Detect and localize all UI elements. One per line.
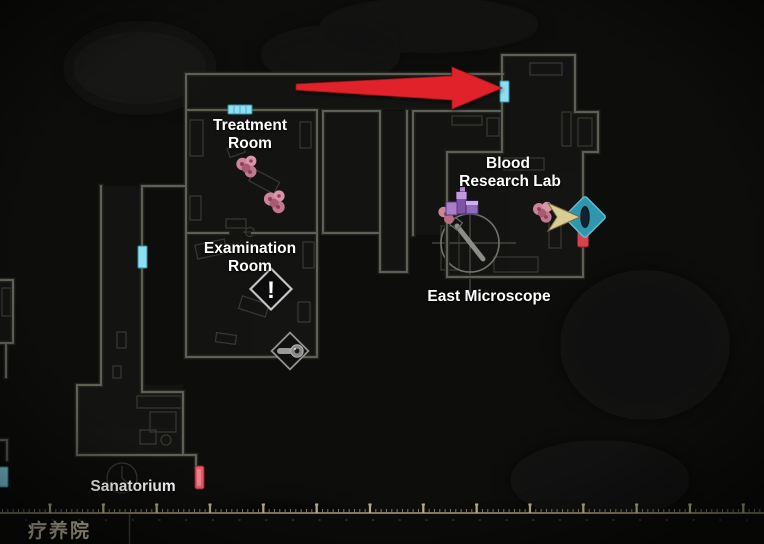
label-east-microscope: East Microscope <box>427 288 551 305</box>
bottom-bar: 疗养院 <box>0 514 764 544</box>
label-sanatorium: Sanatorium <box>90 478 175 495</box>
label-examination-room-line2: Room <box>228 258 272 275</box>
label-blood-research-lab-line1: Blood <box>486 155 530 172</box>
blood-lab-door-icon <box>499 80 510 103</box>
examination-west-door-icon <box>137 245 148 269</box>
west-edge-door-icon <box>0 466 9 488</box>
exclamation-glyph: ! <box>267 277 275 304</box>
treatment-door-icon <box>227 104 253 115</box>
label-treatment-room-line2: Room <box>228 135 272 152</box>
label-treatment-room-line1: Treatment <box>213 117 287 134</box>
sanatorium-locked-door-icon <box>194 465 205 490</box>
area-label-cn: 疗养院 <box>28 519 91 542</box>
label-examination-room-line1: Examination <box>204 240 296 257</box>
label-blood-research-lab-line2: Research Lab <box>459 173 561 190</box>
